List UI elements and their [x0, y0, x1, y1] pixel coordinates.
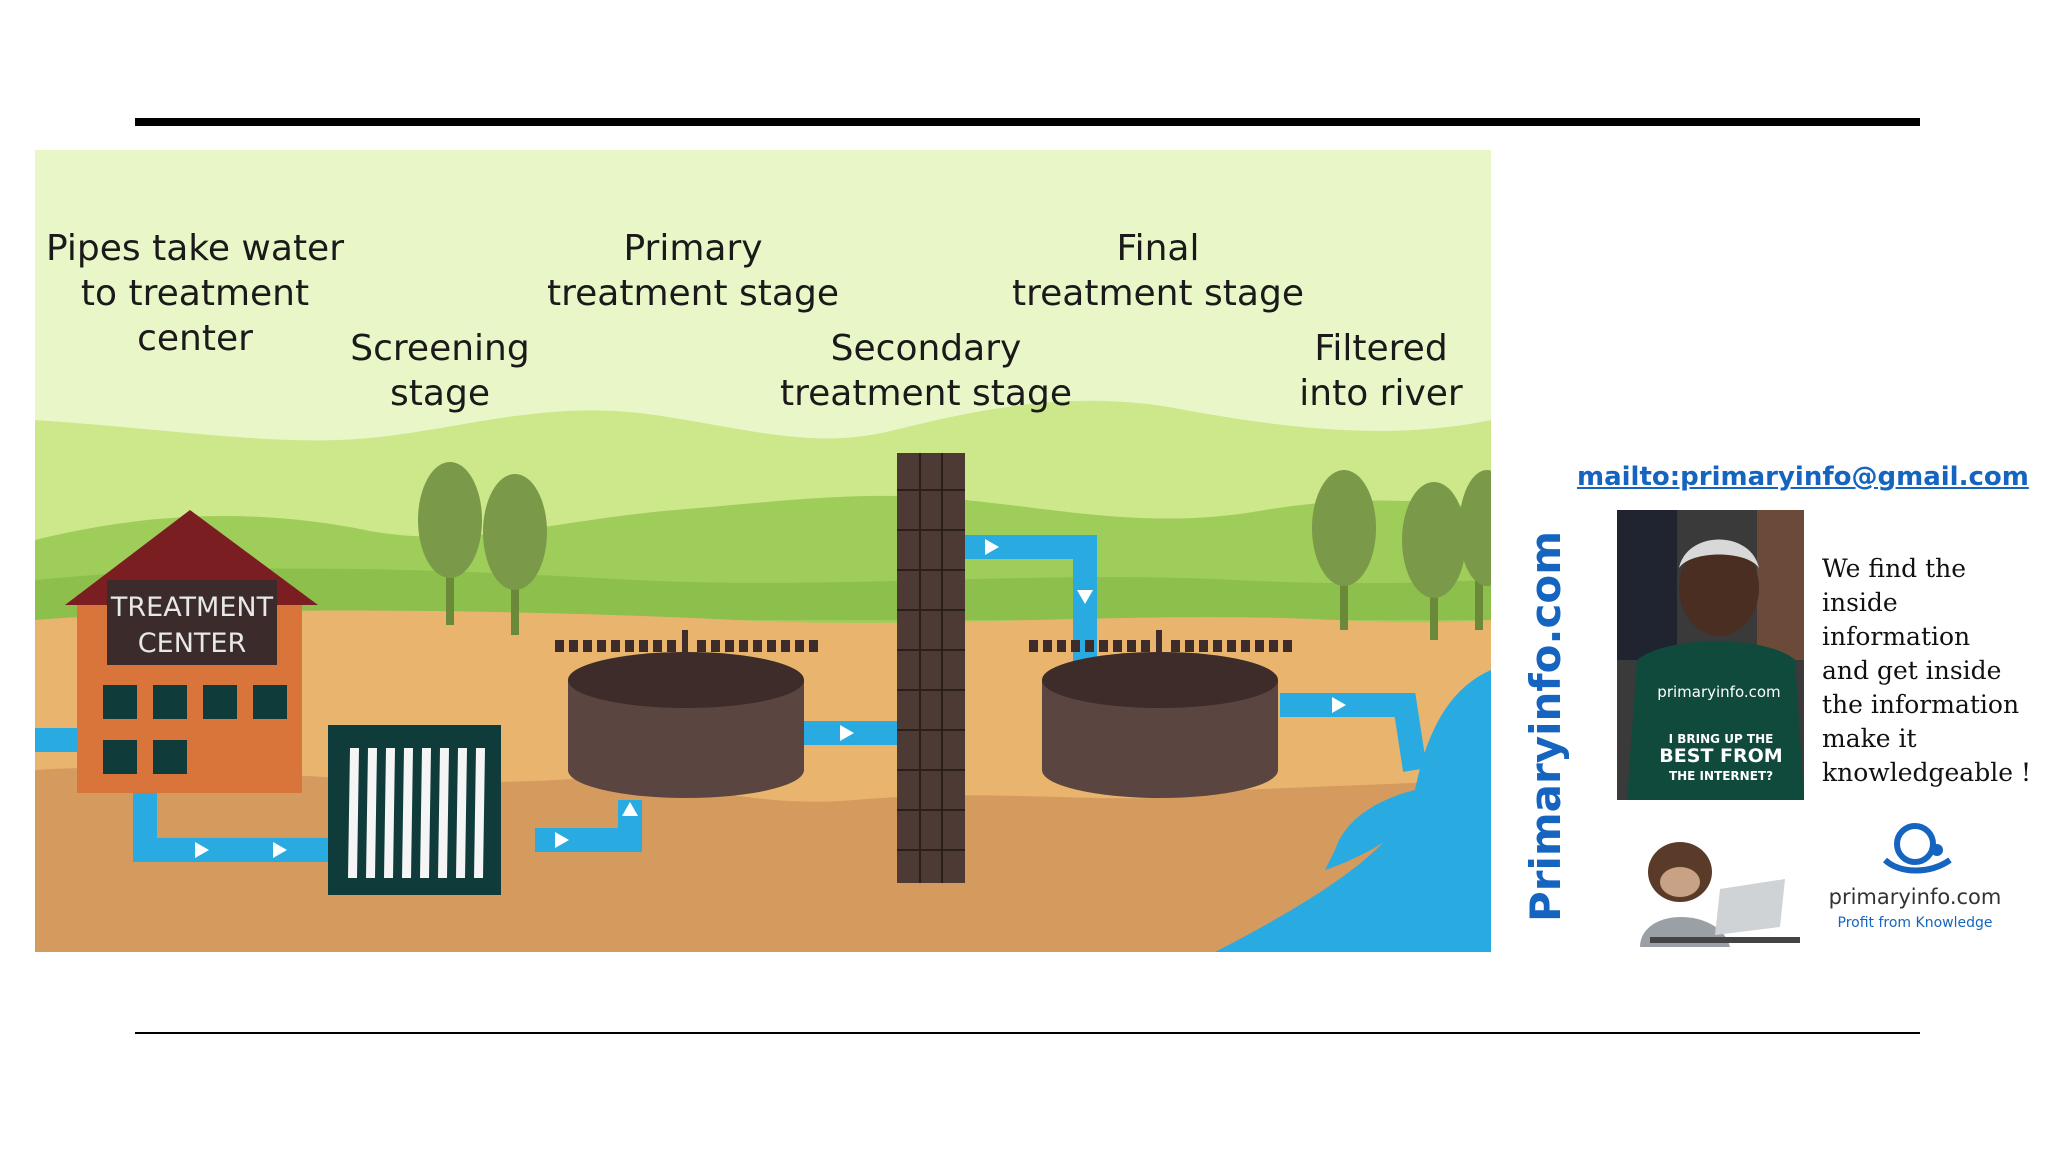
center-label-line2: CENTER	[138, 628, 246, 659]
center-sign	[107, 580, 277, 665]
shirt-line-2: BEST FROM	[1659, 745, 1782, 767]
final-rake	[1029, 640, 1292, 652]
face	[1679, 540, 1759, 636]
logo-name: primaryinfo.com	[1829, 885, 2002, 909]
river	[1215, 670, 1491, 952]
blurb-line: knowledgeable !	[1822, 758, 2031, 787]
stage-label-line: treatment stage	[780, 373, 1072, 414]
flow-arrow	[985, 539, 999, 555]
laptop-icon	[1715, 879, 1785, 935]
flow-arrow	[1332, 697, 1346, 713]
stage-label-river: Filtered into river	[1299, 328, 1463, 414]
flow-arrow	[622, 802, 638, 816]
stage-label-line: stage	[390, 373, 490, 414]
stage-label-line: center	[137, 318, 253, 359]
primary-rake	[555, 640, 818, 652]
center-label-line1: TREATMENT	[110, 592, 274, 623]
stage-label-line: Screening	[350, 328, 529, 369]
stage-label-line: Filtered	[1314, 328, 1447, 369]
primaryinfo-logo: primaryinfo.com Profit from Knowledge	[1829, 823, 2002, 931]
email-link[interactable]: mailto:primaryinfo@gmail.com	[1577, 462, 2029, 492]
stage-label-line: to treatment	[81, 273, 309, 314]
author-photo: primaryinfo.com I BRING UP THE BEST FROM…	[1617, 510, 1804, 800]
stage-label-line: Primary	[623, 228, 762, 269]
flow-arrow	[840, 725, 854, 741]
screening-unit	[328, 725, 501, 895]
shirt-site: primaryinfo.com	[1657, 683, 1780, 701]
stage-label-final: Final treatment stage	[1012, 228, 1304, 314]
shirt-line-3: THE INTERNET?	[1669, 769, 1773, 783]
monkey-laptop-illustration	[1640, 842, 1800, 947]
stage-label-primary: Primary treatment stage	[547, 228, 839, 314]
diagram-canvas: TREATMENT CENTER	[35, 150, 1491, 952]
grass-strip	[35, 568, 1491, 620]
hair	[1679, 539, 1759, 568]
blurb-line: make it	[1822, 724, 1917, 753]
top-rule	[135, 118, 1920, 126]
tree	[483, 474, 547, 635]
stage-label-line: Secondary	[831, 328, 1022, 369]
logo-tagline: Profit from Knowledge	[1838, 915, 1993, 931]
blurb-line: information	[1822, 622, 1971, 651]
wastewater-treatment-diagram: TREATMENT CENTER	[35, 150, 1491, 952]
blurb-line: and get inside	[1822, 656, 2002, 685]
blurb-line: the information	[1822, 690, 2020, 719]
flow-arrow	[1077, 590, 1093, 604]
flow-arrows	[195, 539, 1346, 858]
stage-label-line: treatment stage	[547, 273, 839, 314]
shirt	[1627, 641, 1804, 800]
tree	[1459, 470, 1491, 630]
vertical-brand: Primaryinfo.com	[1521, 531, 1570, 922]
promo-blurb: We find the inside information and get i…	[1822, 552, 2031, 790]
pipe-to-screening	[133, 780, 335, 862]
stage-label-secondary: Secondary treatment stage	[780, 328, 1072, 414]
stage-label-line: into river	[1299, 373, 1463, 414]
gear-logo-icon	[1882, 823, 1952, 874]
bottom-rule	[135, 1032, 1920, 1034]
stage-label-line: treatment stage	[1012, 273, 1304, 314]
blurb-line: inside	[1822, 588, 1898, 617]
treatment-center-building: TREATMENT CENTER	[65, 510, 318, 793]
flow-arrow	[555, 832, 569, 848]
tree	[418, 462, 482, 625]
flow-arrow	[273, 842, 287, 858]
promo-card: mailto:primaryinfo@gmail.com Primaryinfo…	[1515, 452, 2031, 952]
stage-label-line: Pipes take water	[46, 228, 344, 269]
blurb-line: We find the	[1822, 554, 1967, 583]
tree	[1312, 470, 1376, 630]
river-bend	[1325, 790, 1425, 870]
flow-arrow	[195, 842, 209, 858]
vertical-brand-text: Primaryinfo.com	[1521, 531, 1570, 922]
stage-label-pipes: Pipes take water to treatment center	[46, 228, 344, 359]
final-tank	[1029, 630, 1292, 798]
secondary-tower	[897, 453, 965, 883]
pipe-to-river	[1280, 693, 1427, 772]
primary-tank	[555, 630, 818, 798]
tree	[1402, 482, 1466, 640]
stage-label-screening: Screening stage	[350, 328, 529, 414]
shirt-line-1: I BRING UP THE	[1669, 732, 1774, 746]
stage-label-line: Final	[1117, 228, 1200, 269]
